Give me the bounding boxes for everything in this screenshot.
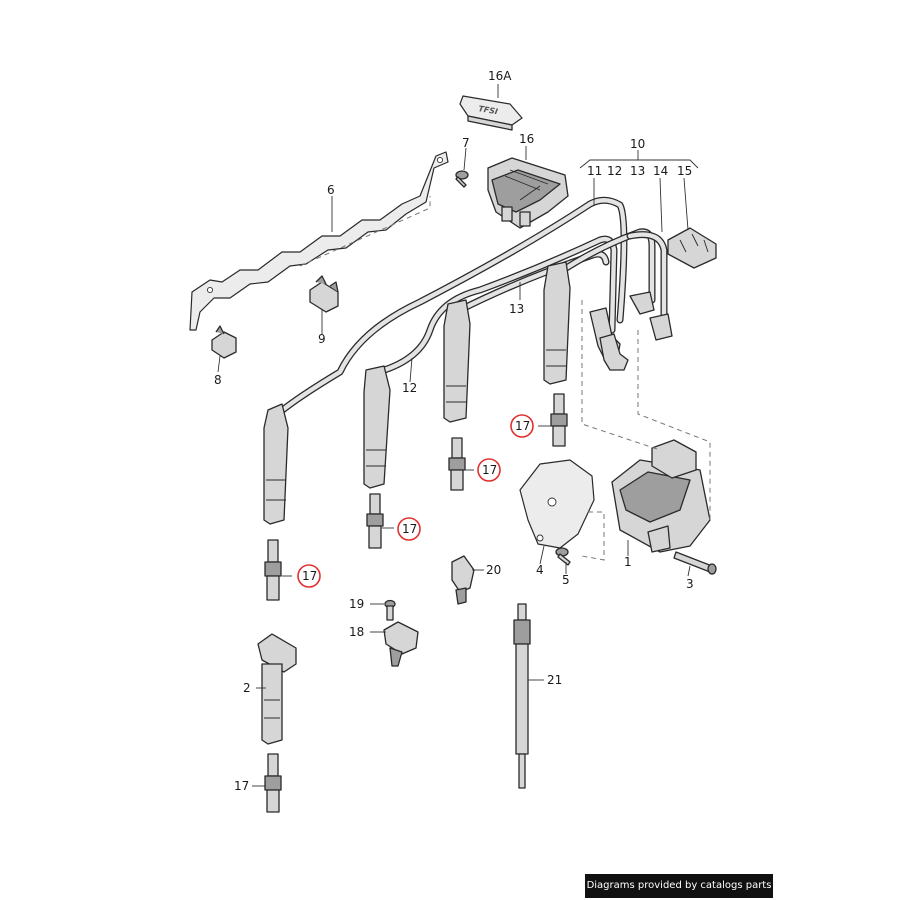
part-4-bracket[interactable] (519, 459, 595, 549)
label-13-top[interactable]: 13 (630, 164, 645, 178)
part-1-ignition-coil[interactable] (611, 439, 711, 553)
label-17-b[interactable]: 17 (482, 463, 497, 477)
part-17-spark-plug-b[interactable] (448, 437, 466, 491)
label-13[interactable]: 13 (509, 302, 524, 316)
label-6[interactable]: 6 (327, 183, 335, 197)
part-7-bolt[interactable] (455, 170, 469, 188)
label-14[interactable]: 14 (653, 164, 668, 178)
part-3-bolt[interactable] (673, 551, 717, 575)
label-17-d[interactable]: 17 (302, 569, 317, 583)
label-18[interactable]: 18 (349, 625, 364, 639)
label-2[interactable]: 2 (243, 681, 251, 695)
part-17-spark-plug-c[interactable] (366, 493, 384, 549)
plug-boot-3 (443, 299, 471, 423)
part-20-sensor[interactable] (451, 555, 475, 605)
label-17-e[interactable]: 17 (234, 779, 249, 793)
part-15-wire-holder[interactable] (667, 227, 717, 269)
part-9-clip[interactable] (309, 275, 339, 313)
plug-boot-2 (363, 365, 391, 489)
label-16a[interactable]: 16A (488, 69, 512, 83)
label-12-top[interactable]: 12 (607, 164, 622, 178)
wire-boot-coil-end (589, 291, 673, 371)
label-11[interactable]: 11 (587, 164, 602, 178)
highlight-rings (297, 414, 534, 588)
part-5-bolt[interactable] (555, 547, 571, 566)
part-21-glow-plug[interactable] (513, 603, 531, 789)
label-7[interactable]: 7 (462, 136, 470, 150)
ignition-wire-set[interactable] (276, 196, 668, 416)
part-17-spark-plug-a[interactable] (550, 393, 568, 447)
label-10[interactable]: 10 (630, 137, 645, 151)
part-2-pencil-coil[interactable] (257, 633, 297, 745)
highlight-ring (397, 517, 421, 541)
plug-boot-1 (263, 403, 289, 525)
plug-boot-4 (543, 261, 571, 385)
part-18-sensor[interactable] (383, 621, 419, 667)
highlight-ring (477, 458, 501, 482)
part-16-coil-module[interactable] (487, 157, 569, 229)
label-15[interactable]: 15 (677, 164, 692, 178)
part-16a-cover[interactable]: TFSI (459, 95, 523, 131)
label-20[interactable]: 20 (486, 563, 501, 577)
highlight-ring (510, 414, 534, 438)
label-9[interactable]: 9 (318, 332, 326, 346)
highlight-ring (297, 564, 321, 588)
part-6-bracket-rail[interactable] (189, 151, 449, 331)
part-17-spark-plug-e[interactable] (264, 753, 282, 813)
credit-banner: Diagrams provided by catalogs parts (585, 874, 773, 898)
leader-lines (217, 84, 699, 787)
assembly-dash-lines (299, 196, 711, 561)
label-17-c[interactable]: 17 (402, 522, 417, 536)
label-4[interactable]: 4 (536, 563, 544, 577)
label-21[interactable]: 21 (547, 673, 562, 687)
label-12[interactable]: 12 (402, 381, 417, 395)
label-16[interactable]: 16 (519, 132, 534, 146)
part-8-clip[interactable] (211, 325, 237, 359)
label-5[interactable]: 5 (562, 573, 570, 587)
tfsi-logo: TFSI (478, 104, 499, 116)
part-19-bolt[interactable] (384, 599, 396, 621)
part-17-spark-plug-d[interactable] (264, 539, 282, 601)
label-1[interactable]: 1 (624, 555, 632, 569)
label-17-a[interactable]: 17 (515, 419, 530, 433)
label-3[interactable]: 3 (686, 577, 694, 591)
label-8[interactable]: 8 (214, 373, 222, 387)
part-labels: 16A 16 7 10 11 12 13 14 15 6 13 9 8 12 1… (214, 69, 694, 793)
label-19[interactable]: 19 (349, 597, 364, 611)
